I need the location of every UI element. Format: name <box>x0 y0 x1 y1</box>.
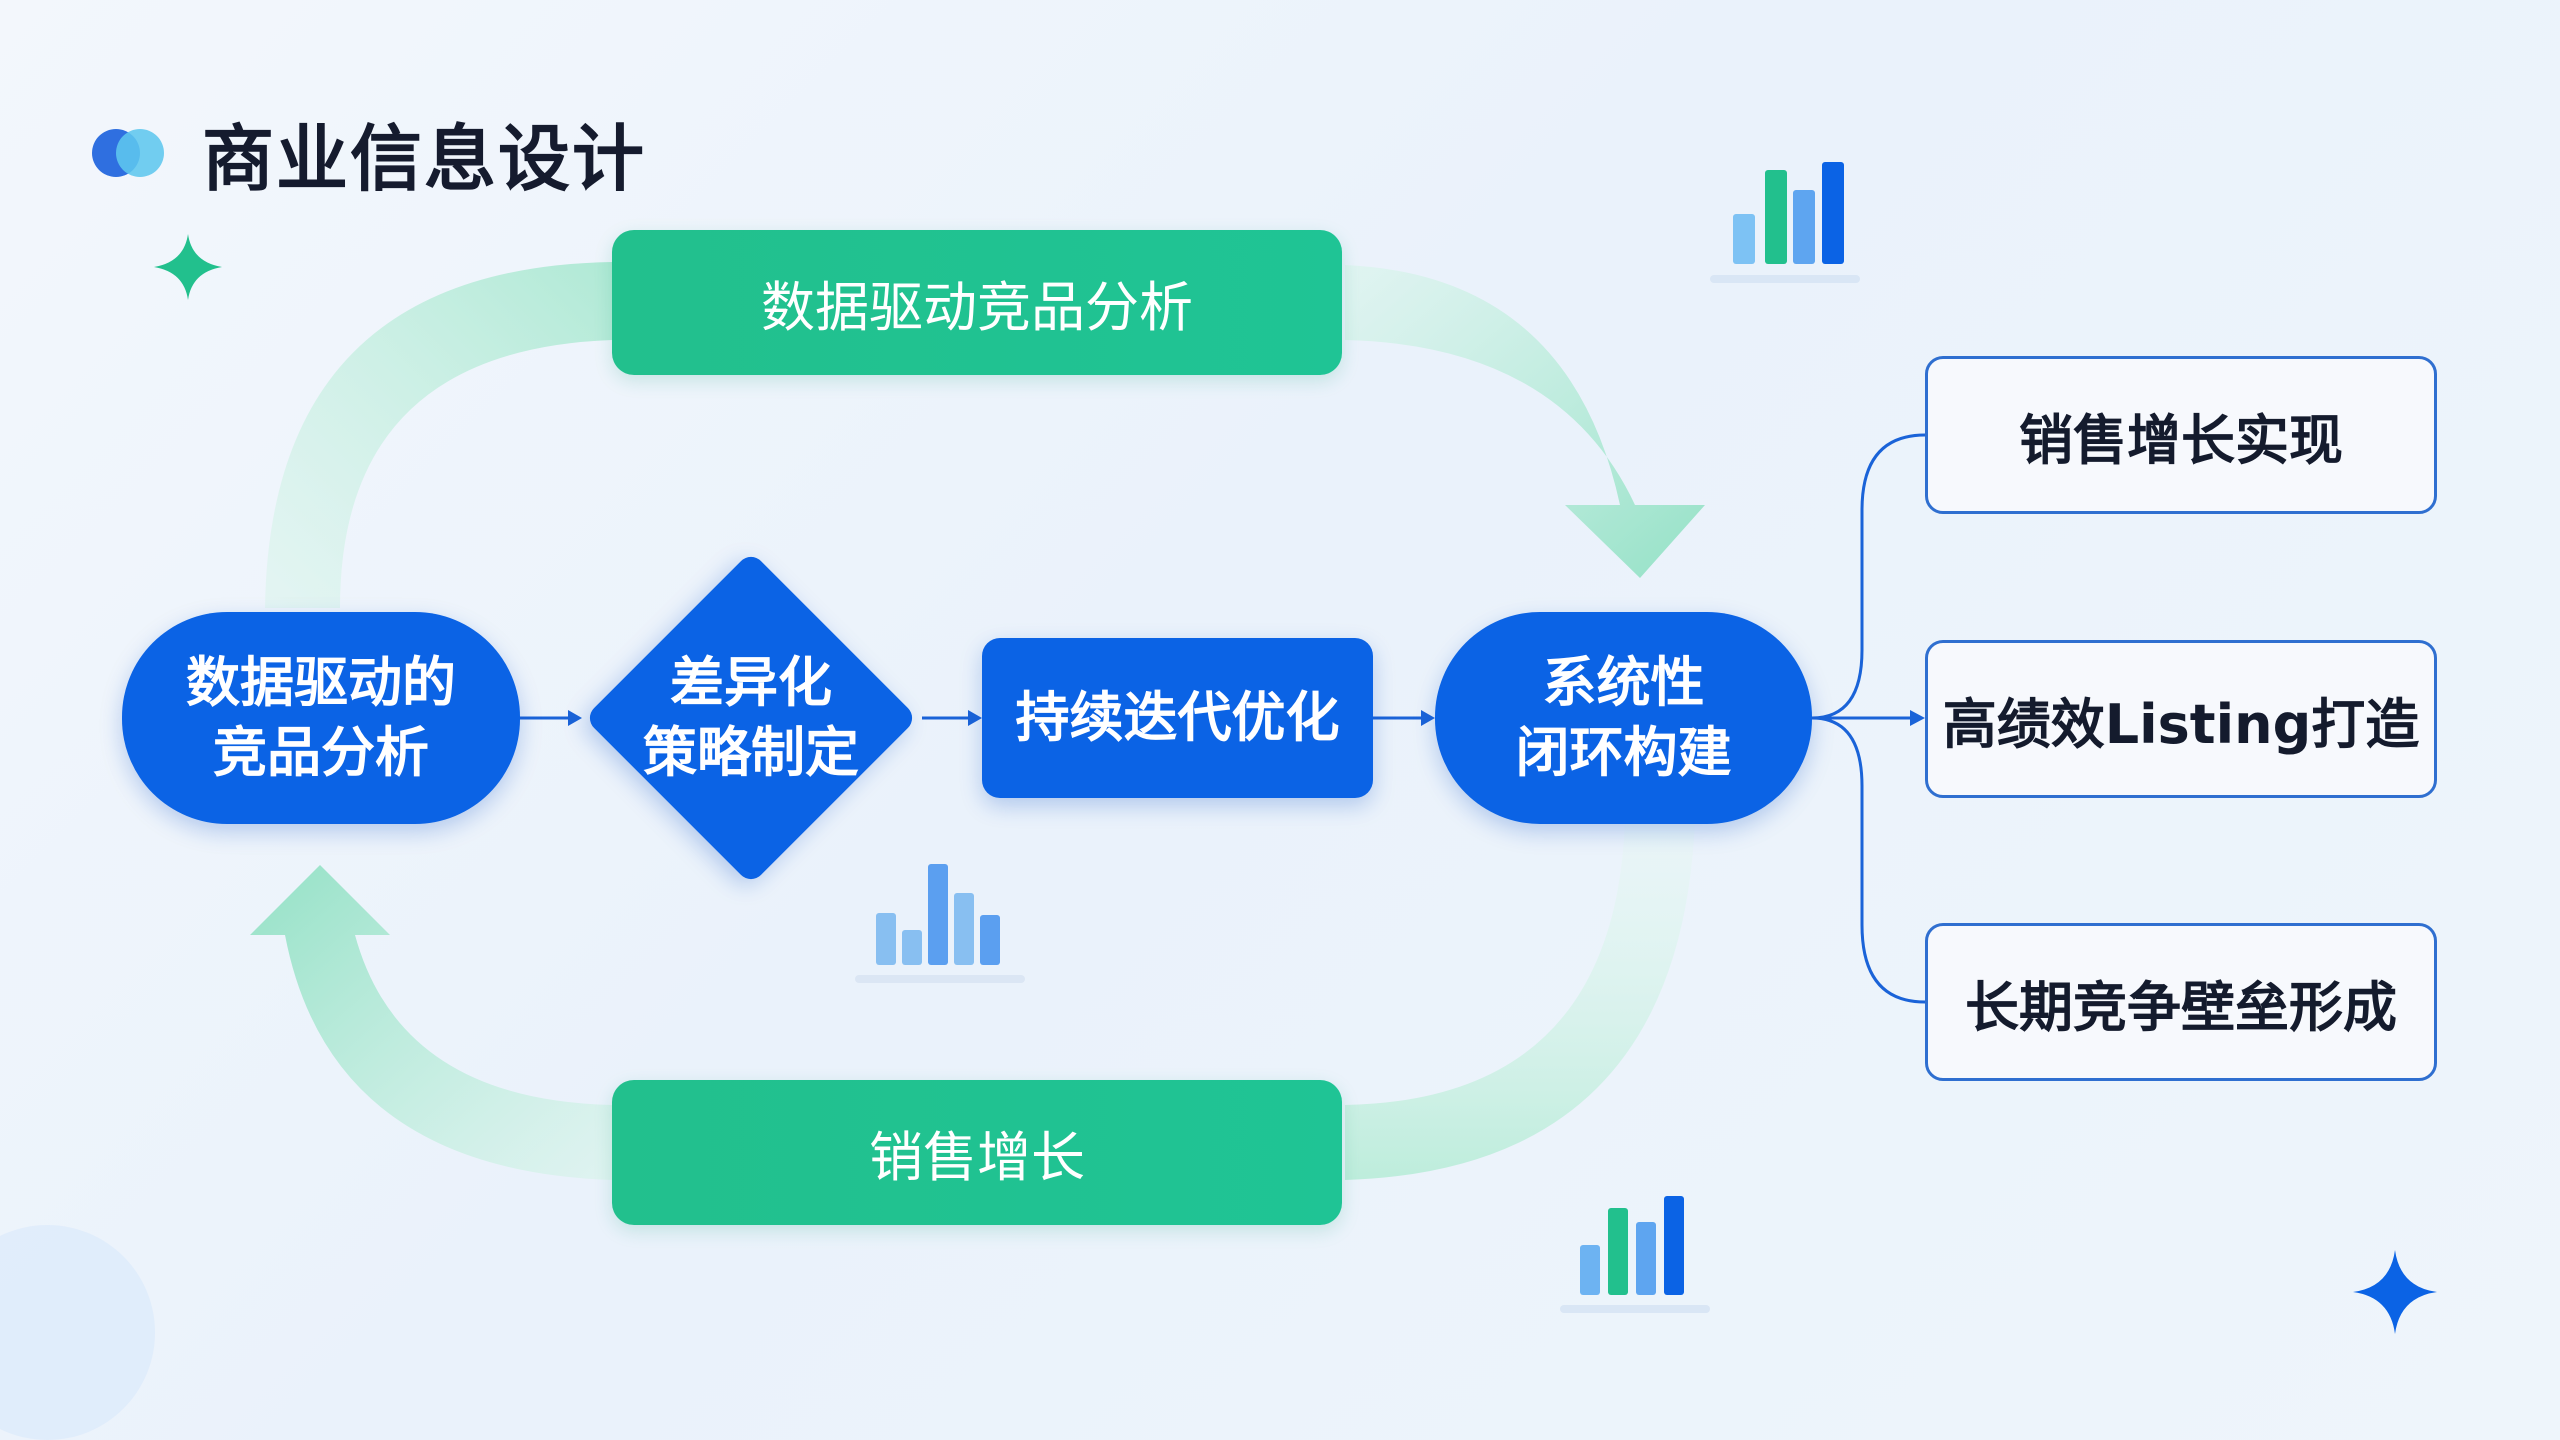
start-node: 数据驱动的 竞品分析 <box>122 612 520 824</box>
process-node: 持续迭代优化 <box>982 638 1373 798</box>
top-green-bar: 数据驱动竞品分析 <box>612 230 1342 375</box>
outcome-box-barrier: 长期竞争壁垒形成 <box>1925 923 2437 1081</box>
bar-chart-icon <box>855 864 1025 983</box>
outcome-branches <box>1811 433 1926 1004</box>
loop-arrow-bottom-right <box>1345 820 1695 1180</box>
system-node: 系统性 闭环构建 <box>1435 612 1812 824</box>
loop-arrow-bottom-left <box>250 865 612 1180</box>
decision-node: 差异化 策略制定 <box>578 545 924 891</box>
sparkle-icon <box>2353 1250 2437 1334</box>
page-title: 商业信息设计 <box>202 117 647 201</box>
loop-arrow-top-right <box>1345 265 1705 578</box>
loop-arrow-top-left <box>265 262 612 608</box>
decision-label: 差异化 策略制定 <box>643 650 859 784</box>
sparkle-icon <box>154 234 222 300</box>
page-header: 商业信息设计 <box>92 100 646 205</box>
bar-chart-icon <box>1710 162 1860 283</box>
logo-dots-icon <box>92 127 166 179</box>
outcome-box-sales: 销售增长实现 <box>1925 356 2437 514</box>
bottom-green-bar: 销售增长 <box>612 1080 1342 1225</box>
bar-chart-icon <box>1560 1196 1710 1313</box>
outcome-box-listing: 高绩效Listing打造 <box>1925 640 2437 798</box>
